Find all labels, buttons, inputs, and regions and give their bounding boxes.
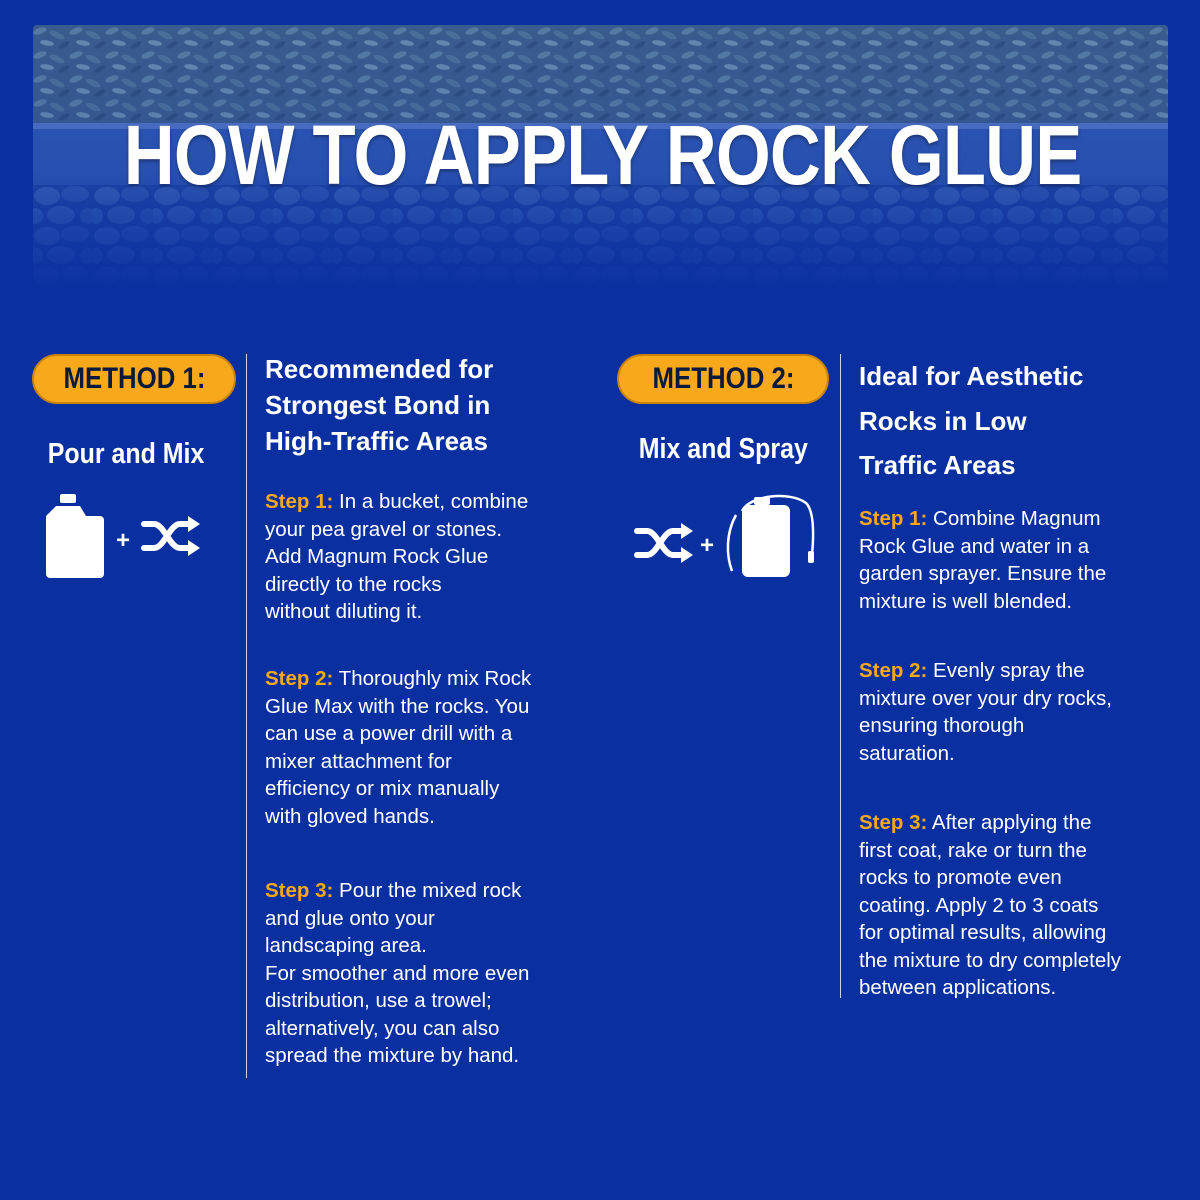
step-text: Thoroughly mix Rock Glue Max with the ro… <box>265 667 532 828</box>
method-1-heading: Recommended for Strongest Bond in High-T… <box>265 354 494 456</box>
method-2-step-1: Step 1: Combine Magnum Rock Glue and wat… <box>859 505 1179 615</box>
step-label: Step 3: <box>265 879 334 902</box>
step-label: Step 3: <box>859 811 928 834</box>
method-2-divider <box>840 354 841 998</box>
jug-icon <box>46 494 104 578</box>
method-2-plus: + <box>699 532 714 559</box>
method-2-subtitle-label: Mix and Spray <box>638 433 808 465</box>
method-1-plus: + <box>115 527 130 554</box>
shuffle-mix-icon <box>141 516 200 556</box>
method-1-step-3: Step 3: Pour the mixed rock and glue ont… <box>265 877 585 1070</box>
step-text: Pour the mixed rock and glue onto your l… <box>265 879 530 1067</box>
method-1-step-2: Step 2: Thoroughly mix Rock Glue Max wit… <box>265 665 585 830</box>
method-2-subtitle: Mix and Spray <box>617 432 829 466</box>
step-text: Evenly spray the mixture over your dry r… <box>859 659 1112 765</box>
step-text: After applying the first coat, rake or t… <box>859 811 1122 999</box>
method-1-step-1: Step 1: In a bucket, combine your pea gr… <box>265 488 585 626</box>
method-2-step-2: Step 2: Evenly spray the mixture over yo… <box>859 657 1179 767</box>
step-text: Combine Magnum Rock Glue and water in a … <box>859 507 1107 613</box>
step-text: In a bucket, combine your pea gravel or … <box>265 490 529 623</box>
step-label: Step 1: <box>265 490 334 513</box>
garden-sprayer-icon <box>726 494 815 577</box>
method-1-badge-label: METHOD 1: <box>63 362 205 395</box>
step-label: Step 2: <box>859 659 928 682</box>
hero-banner: HOW TO APPLY ROCK GLUE <box>33 25 1168 290</box>
grass-and-stones-background <box>33 25 1168 290</box>
method-1-subtitle-label: Pour and Mix <box>47 438 205 470</box>
shuffle-mix-icon <box>634 523 693 563</box>
method-1-divider <box>246 354 247 1078</box>
page-title: HOW TO APPLY ROCK GLUE <box>123 108 1083 202</box>
method-1-subtitle: Pour and Mix <box>32 437 220 471</box>
step-label: Step 2: <box>265 667 334 690</box>
method-2-badge: METHOD 2: <box>617 354 829 404</box>
method-1-badge: METHOD 1: <box>32 354 236 404</box>
step-label: Step 1: <box>859 507 928 530</box>
method-2-badge-label: METHOD 2: <box>652 362 794 395</box>
method-2-heading: Ideal for Aesthetic Rocks in Low Traffic… <box>859 361 1084 480</box>
method-2-step-3: Step 3: After applying the first coat, r… <box>859 809 1179 1002</box>
